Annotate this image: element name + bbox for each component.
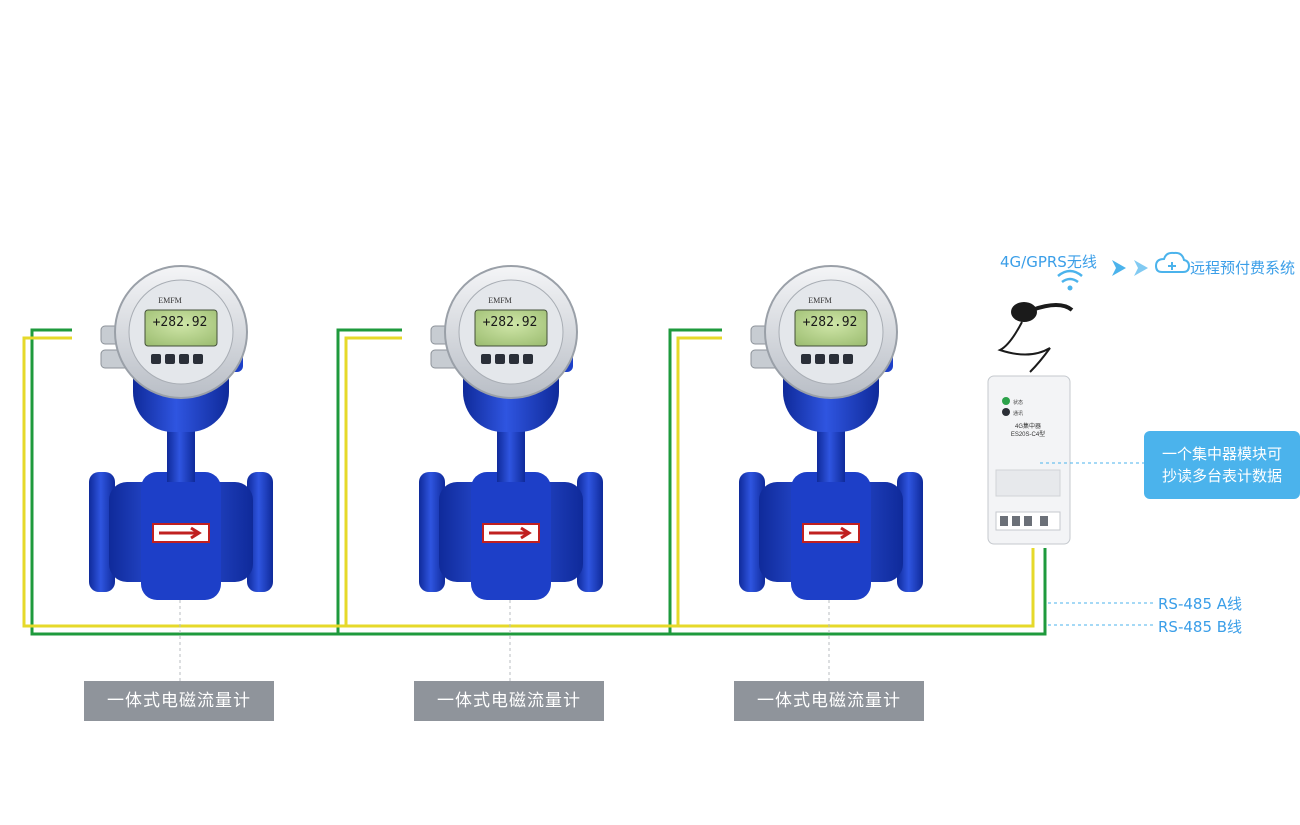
meter-2-label: 一体式电磁流量计 [414, 681, 604, 721]
rs485-a-wire [22, 336, 1035, 628]
concentrator-title: 4G集中器 [1015, 422, 1041, 430]
remote-system-label: 远程预付费系统 [1190, 259, 1296, 277]
meter-leaders [179, 600, 830, 681]
note-line-2: 抄读多台表计数据 [1161, 467, 1282, 485]
meter-3-label: 一体式电磁流量计 [734, 681, 924, 721]
wireless-label: 4G/GPRS无线 [1000, 253, 1097, 271]
note-connectors [1040, 462, 1154, 626]
meter-1-reading: +282.92 [153, 315, 208, 330]
chevron-right-icon [1112, 260, 1148, 276]
concentrator-model: ES20S-C4型 [1011, 430, 1045, 438]
cloud-icon [1154, 251, 1191, 273]
meter-1-brand: EMFM [158, 296, 182, 305]
concentrator-indicator-2: 通讯 [1013, 410, 1023, 417]
concentrator-module [987, 375, 1071, 545]
meter-2-brand: EMFM [488, 296, 512, 305]
antenna-icon [997, 302, 1074, 373]
flow-meter-3: EMFM +282.92 [737, 264, 925, 602]
meter-3-brand: EMFM [808, 296, 832, 305]
note-line-1: 一个集中器模块可 [1161, 445, 1282, 463]
concentrator-note: 一个集中器模块可 抄读多台表计数据 [1144, 431, 1300, 499]
rs485-b-wire [30, 328, 1047, 636]
rs485-b-label: RS-485 B线 [1158, 618, 1243, 636]
meter-2-reading: +282.92 [483, 315, 538, 330]
rs485-a-label: RS-485 A线 [1158, 595, 1243, 613]
meter-1-label: 一体式电磁流量计 [84, 681, 274, 721]
wifi-icon [1057, 269, 1083, 291]
flow-meter-1: EMFM +282.92 [87, 264, 275, 602]
concentrator-indicator-1: 状态 [1013, 399, 1023, 406]
flow-meter-2: EMFM +282.92 [417, 264, 605, 602]
meter-3-reading: +282.92 [803, 315, 858, 330]
